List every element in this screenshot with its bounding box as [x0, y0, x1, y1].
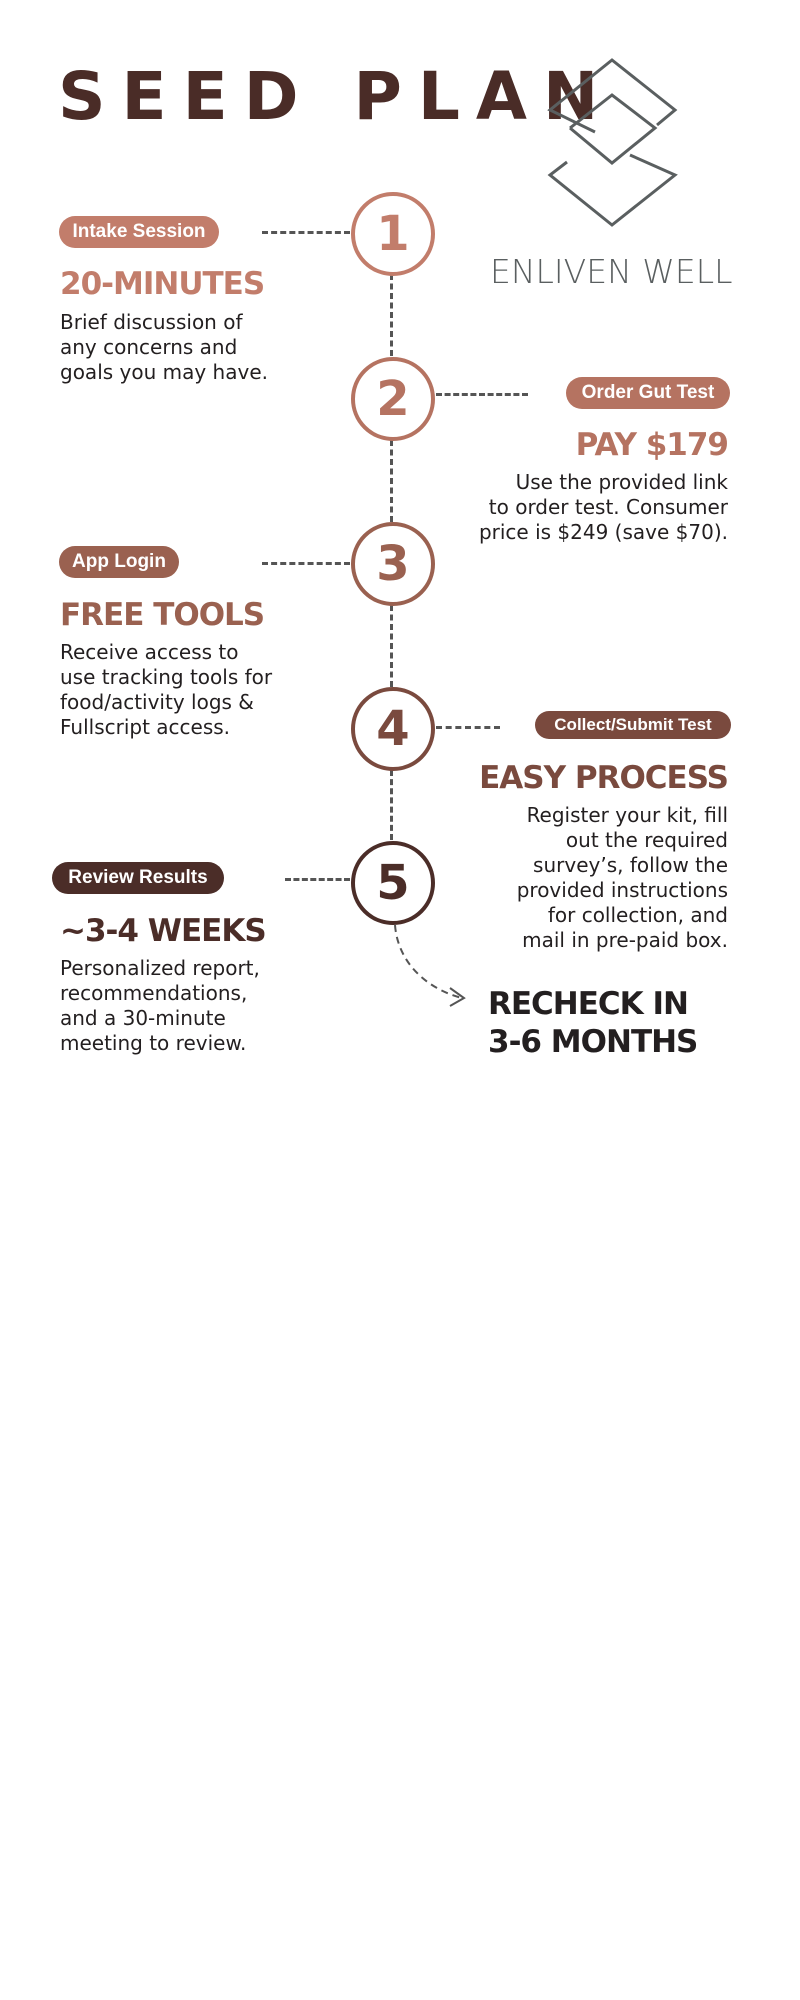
recheck-line-2: 3-6 MONTHS: [488, 1024, 698, 1060]
step-1-text: goals you may have.: [60, 360, 268, 384]
step-5-connector: [285, 878, 350, 881]
timeline-connector: [390, 605, 393, 687]
step-1-connector: [262, 231, 350, 234]
step-3-text: Receive access to: [60, 640, 239, 664]
step-1-heading: 20-MINUTES: [60, 266, 265, 302]
page-title: SEED PLAN: [58, 58, 615, 135]
timeline-connector: [390, 770, 393, 840]
step-4-pill: Collect/Submit Test: [535, 711, 731, 739]
timeline-connector: [390, 274, 393, 356]
step-3-circle: 3: [351, 522, 435, 606]
step-2-connector: [436, 393, 528, 396]
step-3-text: Fullscript access.: [60, 715, 231, 739]
timeline-connector: [390, 440, 393, 522]
step-5-text: Personalized report,: [60, 956, 260, 980]
step-5-text: and a 30-minute: [60, 1006, 226, 1030]
step-2-circle: 2: [351, 357, 435, 441]
step-3-text: food/activity logs &: [60, 690, 254, 714]
step-2-pill: Order Gut Test: [566, 377, 730, 409]
step-1-text: Brief discussion of: [60, 310, 243, 334]
step-5-text: meeting to review.: [60, 1031, 247, 1055]
step-4-text: Register your kit, fill: [526, 803, 728, 827]
step-3-pill: App Login: [59, 546, 179, 578]
step-1-circle: 1: [351, 192, 435, 276]
step-3-text: use tracking tools for: [60, 665, 273, 689]
step-2-heading: PAY $179: [575, 427, 729, 463]
step-4-text: for collection, and: [547, 903, 728, 927]
step-4-circle: 4: [351, 687, 435, 771]
step-1-pill: Intake Session: [59, 216, 219, 248]
step-5-pill: Review Results: [52, 862, 224, 894]
step-5-circle: 5: [351, 841, 435, 925]
step-5-heading: ~3-4 WEEKS: [60, 913, 267, 949]
step-1-text: any concerns and: [60, 335, 238, 359]
double-diamond-logo-icon: [547, 58, 678, 227]
brand-name: ENLIVEN WELL: [490, 252, 733, 291]
step-4-text: survey’s, follow the: [533, 853, 728, 877]
step-2-text: price is $249 (save $70).: [478, 520, 728, 544]
step-2-text: Use the provided link: [515, 470, 728, 494]
step-3-heading: FREE TOOLS: [60, 597, 265, 633]
step-4-heading: EASY PROCESS: [479, 760, 729, 796]
recheck-line-1: RECHECK IN: [488, 986, 689, 1022]
curved-arrow-icon: [394, 924, 466, 1007]
step-4-connector: [436, 726, 500, 729]
step-4-text: out the required: [565, 828, 728, 852]
step-4-text: mail in pre-paid box.: [522, 928, 728, 952]
step-5-text: recommendations,: [60, 981, 248, 1005]
step-4-text: provided instructions: [516, 878, 728, 902]
step-2-text: to order test. Consumer: [488, 495, 728, 519]
step-3-connector: [262, 562, 350, 565]
